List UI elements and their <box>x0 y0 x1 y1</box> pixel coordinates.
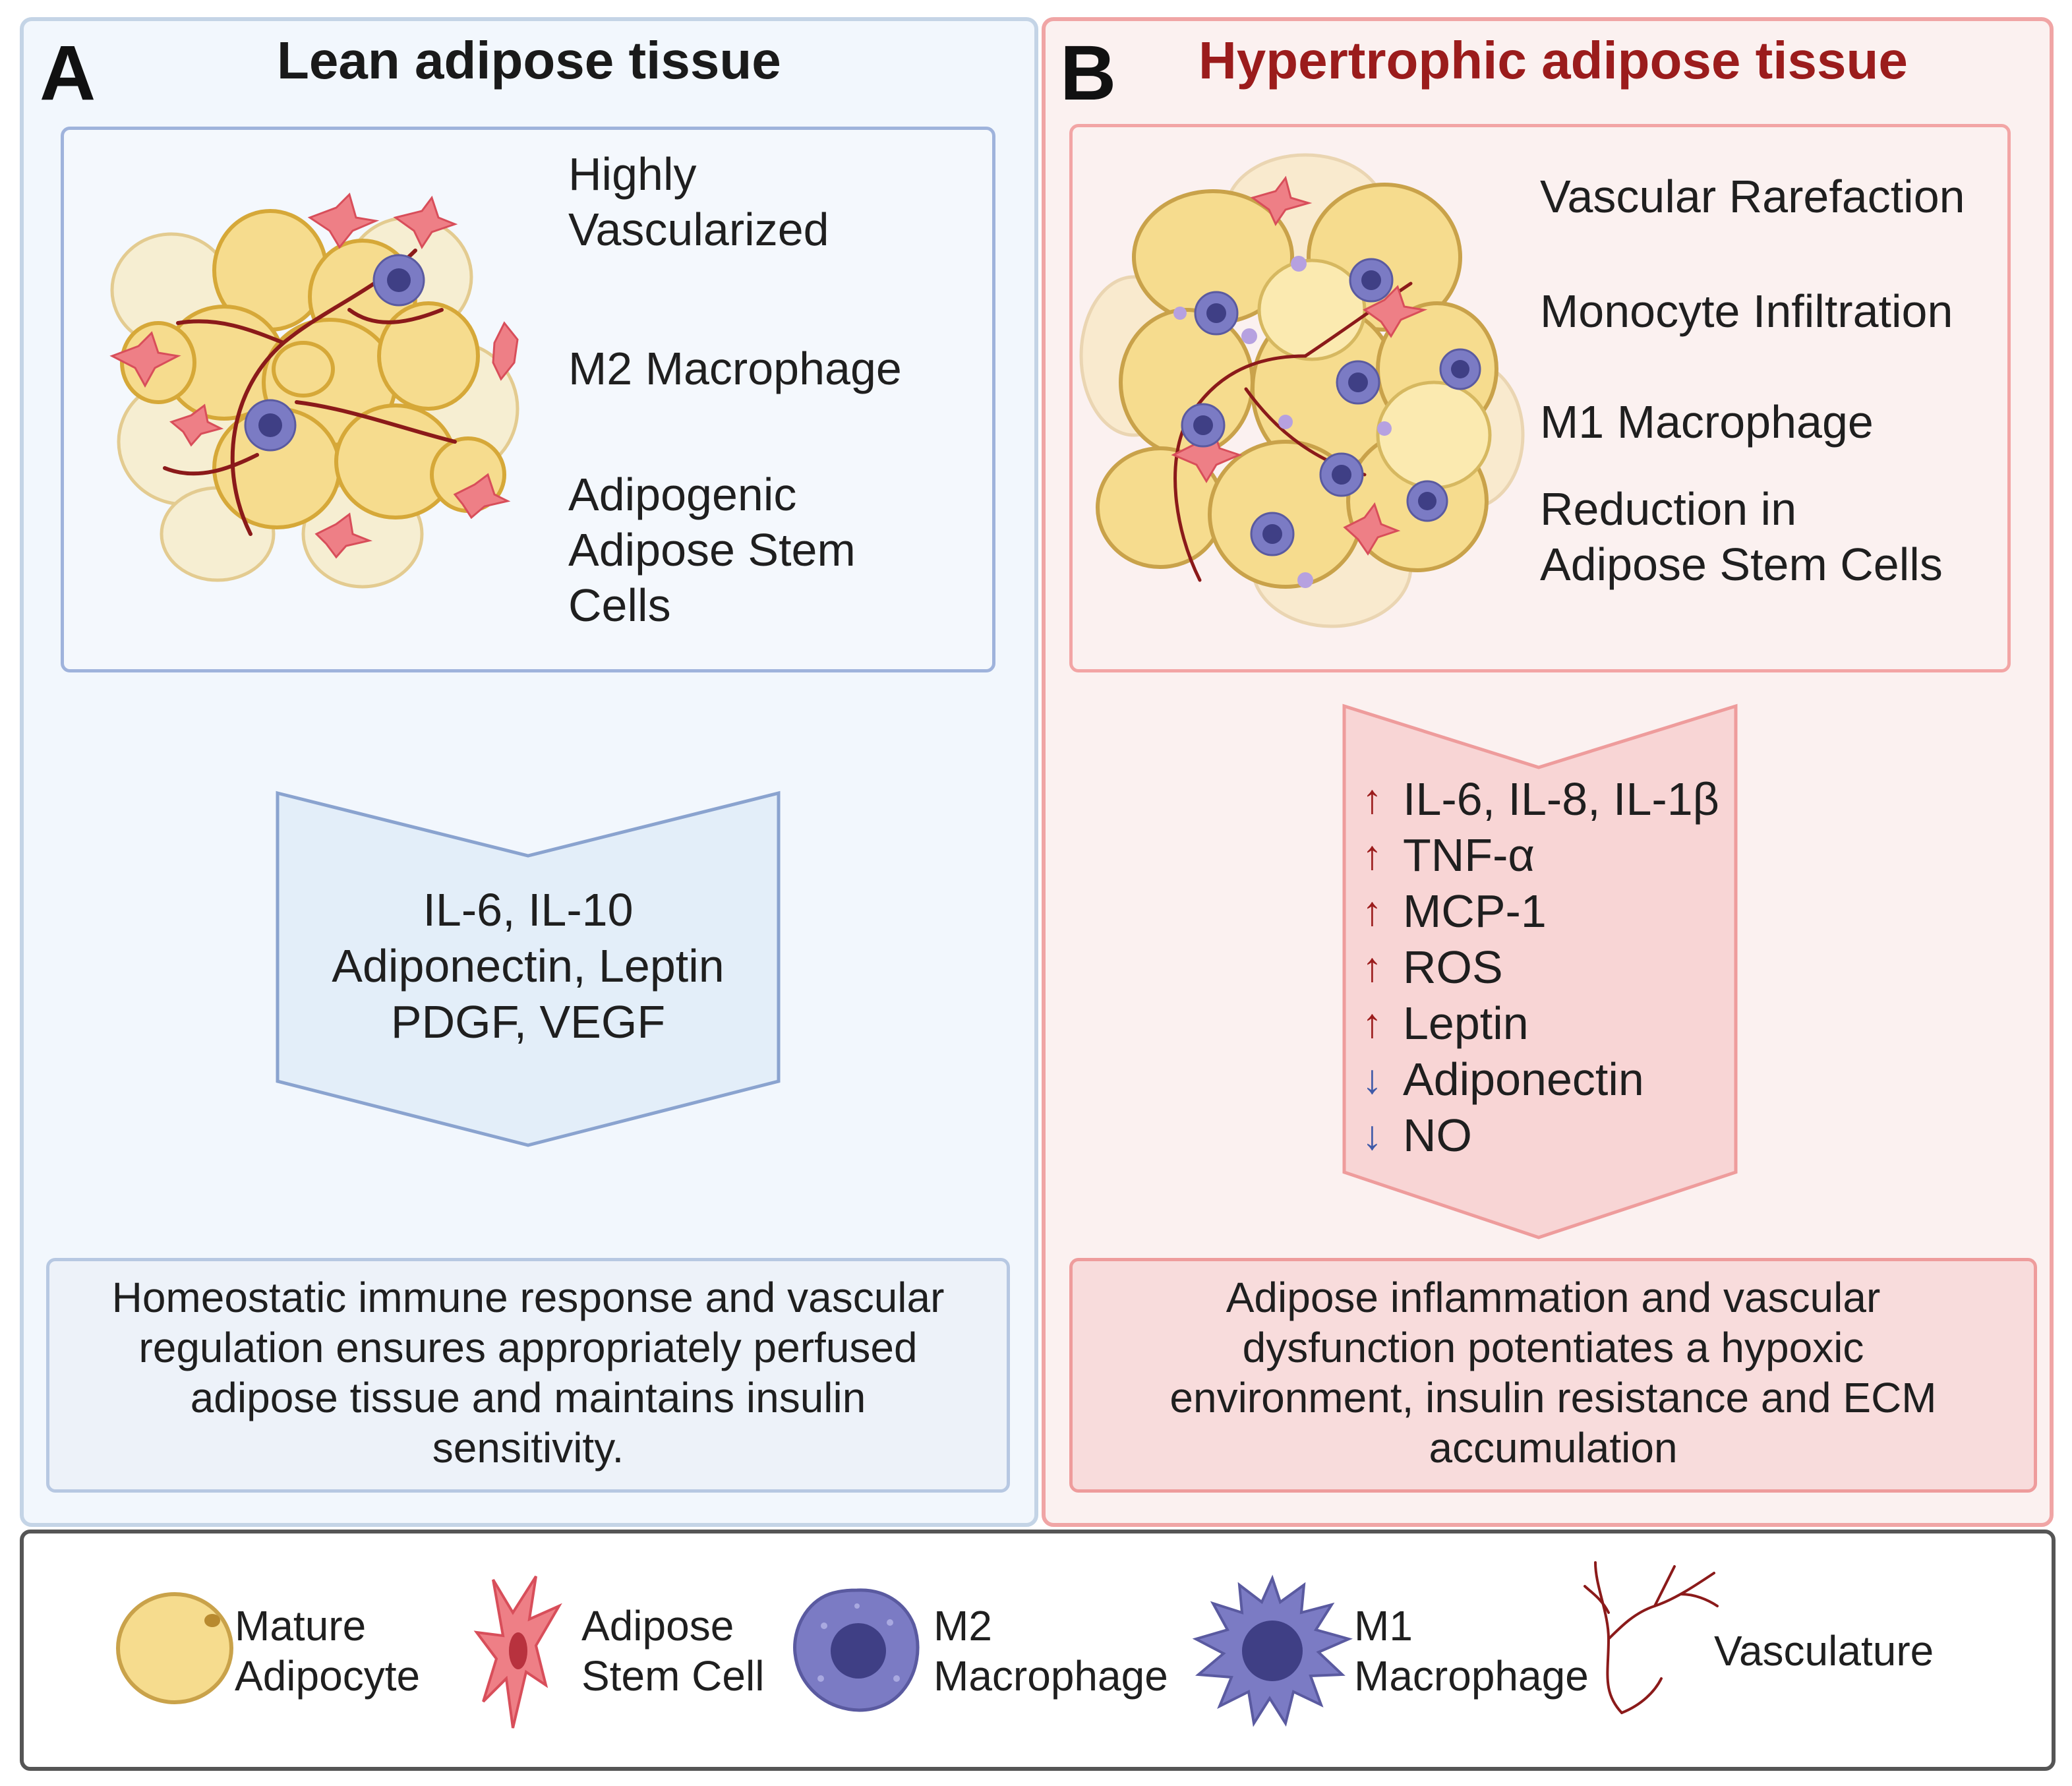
marker-label: IL-6, IL-8, IL-1β <box>1403 773 1719 825</box>
feature-monocyte-infiltration: Monocyte Infiltration <box>1540 285 1953 337</box>
panel-b-title: Hypertrophic adipose tissue <box>1199 31 1908 90</box>
lean-summary-text: Homeostatic immune response and vascular… <box>111 1274 945 1472</box>
hypertrophic-tissue-illustration <box>1079 153 1525 628</box>
panel-a-title: Lean adipose tissue <box>277 31 781 90</box>
up-arrow-icon: ↑ <box>1362 889 1382 934</box>
hypertrophic-summary-box <box>1069 1258 2037 1493</box>
marker-label: ROS <box>1403 941 1503 993</box>
down-arrow-icon: ↓ <box>1362 1057 1382 1102</box>
feature-cells: Cells <box>568 580 671 631</box>
hypertrophic-marker-list: ↑ IL-6, IL-8, IL-1β ↑ TNF-α ↑ MCP-1 ↑ ROS ↑ L… <box>1362 771 1719 1164</box>
stem-cell-icon <box>473 1575 562 1729</box>
marker-row: ↑ MCP-1 <box>1362 883 1719 939</box>
hypertrophic-chevron-arrow <box>1342 703 1738 1239</box>
feature-m1-macrophage: M1 Macrophage <box>1540 396 1874 448</box>
legend-adipocyte-line-2: Adipocyte <box>235 1652 421 1700</box>
lean-marker-line-2: Adiponectin, Leptin <box>332 940 725 992</box>
marker-label: NO <box>1403 1110 1472 1161</box>
vasculature-icon <box>1584 1561 1719 1714</box>
up-arrow-icon: ↑ <box>1362 945 1382 990</box>
panel-a-letter: A <box>40 30 96 117</box>
marker-row: ↓ NO <box>1362 1108 1719 1164</box>
marker-label: Adiponectin <box>1403 1054 1644 1105</box>
legend-m1-line-2: Macrophage <box>1354 1652 1589 1700</box>
lean-marker-line-1: IL-6, IL-10 <box>423 884 634 936</box>
feature-adipogenic: Adipogenic <box>568 469 797 520</box>
feature-reduction-in: Reduction in <box>1540 483 1797 535</box>
legend-stem-cell-line-1: Adipose <box>581 1602 734 1650</box>
hypertrophic-summary-text: Adipose inflammation and vascular dysfun… <box>1169 1274 1937 1472</box>
adipocyte-icon <box>116 1592 233 1704</box>
up-arrow-icon: ↑ <box>1362 833 1382 878</box>
lean-chevron-arrow <box>276 790 781 1147</box>
marker-label: Leptin <box>1403 997 1529 1049</box>
feature-highly: Highly <box>568 148 697 200</box>
feature-vascular-rarefaction: Vascular Rarefaction <box>1540 171 1965 222</box>
legend-m2-line-1: M2 <box>933 1602 992 1650</box>
marker-row: ↓ Adiponectin <box>1362 1052 1719 1108</box>
lean-tissue-illustration <box>109 193 519 589</box>
legend-m2-line-2: Macrophage <box>933 1652 1168 1700</box>
legend-m1-line-1: M1 <box>1354 1602 1413 1650</box>
up-arrow-icon: ↑ <box>1362 777 1382 822</box>
marker-row: ↑ IL-6, IL-8, IL-1β <box>1362 771 1719 827</box>
m2-macrophage-icon <box>793 1588 920 1712</box>
feature-vascularized: Vascularized <box>568 204 829 255</box>
panel-b-letter: B <box>1060 30 1117 117</box>
legend-box <box>20 1530 2056 1771</box>
feature-m2-macrophage: M2 Macrophage <box>568 343 902 394</box>
up-arrow-icon: ↑ <box>1362 1001 1382 1046</box>
feature-adipose-stem-cells: Adipose Stem Cells <box>1540 539 1943 590</box>
marker-row: ↑ ROS <box>1362 939 1719 996</box>
feature-adipose-stem: Adipose Stem <box>568 524 856 576</box>
marker-row: ↑ TNF-α <box>1362 827 1719 883</box>
legend-stem-cell-line-2: Stem Cell <box>581 1652 765 1700</box>
m1-macrophage-icon <box>1192 1574 1353 1727</box>
marker-label: TNF-α <box>1403 829 1535 881</box>
down-arrow-icon: ↓ <box>1362 1113 1382 1158</box>
marker-label: MCP-1 <box>1403 885 1547 937</box>
legend-vasculature: Vasculature <box>1714 1627 1934 1675</box>
marker-row: ↑ Leptin <box>1362 996 1719 1052</box>
legend-adipocyte-line-1: Mature <box>235 1602 367 1650</box>
lean-marker-line-3: PDGF, VEGF <box>390 996 666 1048</box>
lean-summary-box <box>46 1258 1010 1493</box>
